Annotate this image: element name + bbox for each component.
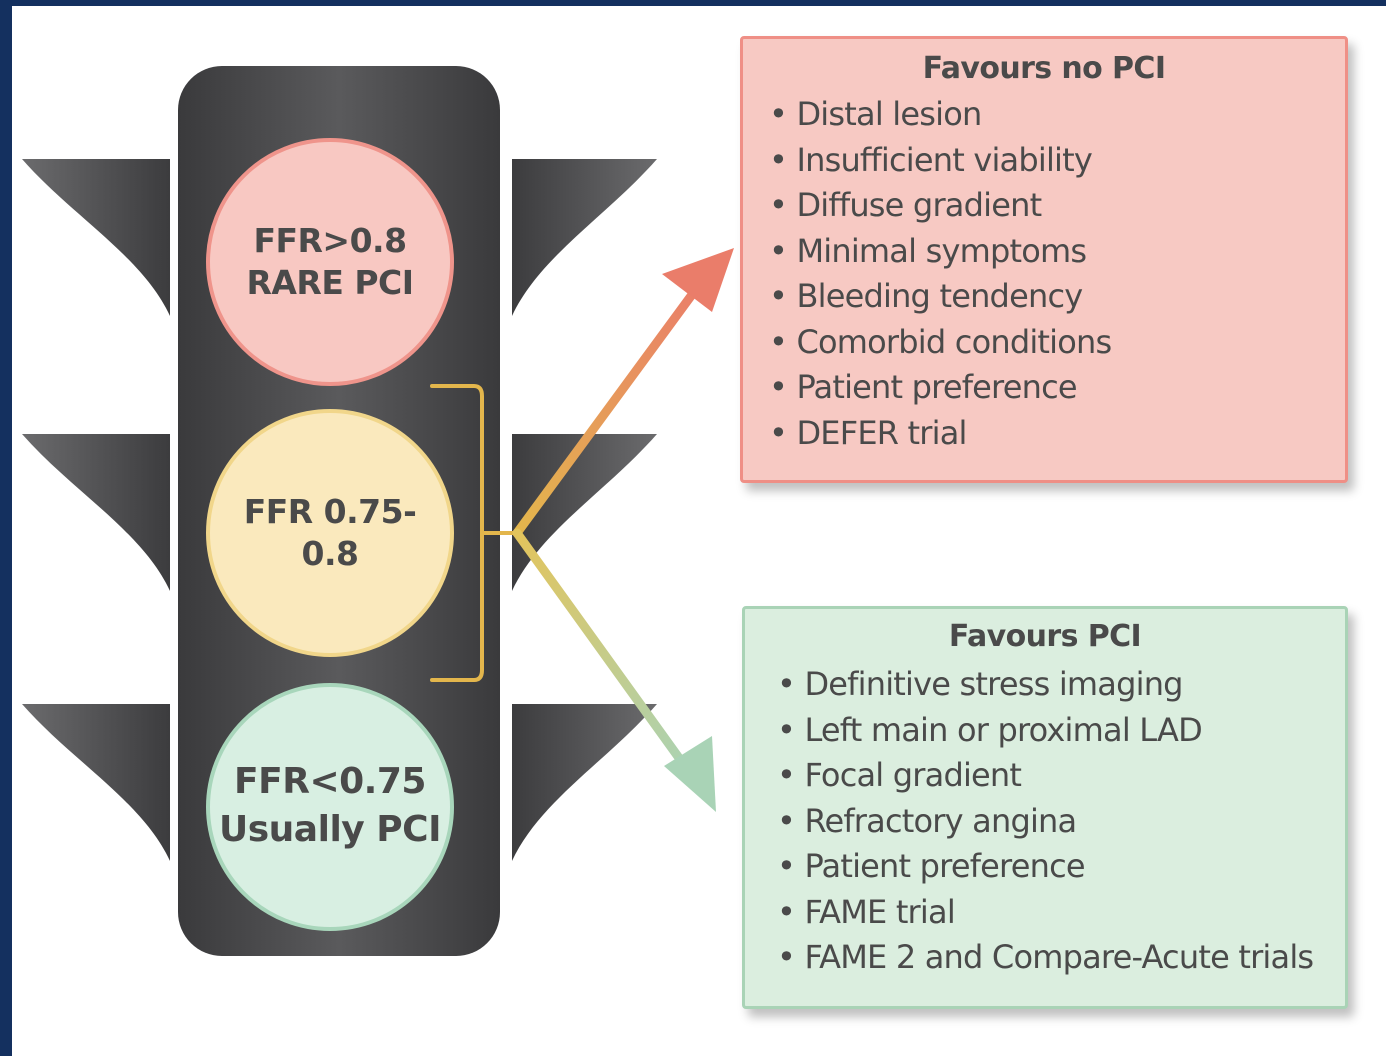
flap-left-top — [22, 159, 170, 316]
light-red — [206, 138, 454, 386]
list-item: Left main or proximal LAD — [777, 708, 1345, 754]
light-red-label: FFR>0.8 RARE PCI — [228, 202, 432, 322]
light-green-label: FFR<0.75 Usually PCI — [218, 751, 442, 861]
diagram-canvas: FFR>0.8 RARE PCI FFR 0.75-0.8 FFR<0.75 U… — [12, 6, 1386, 1056]
no-pci-box: Favours no PCI Distal lesion Insufficien… — [740, 36, 1348, 483]
list-item: FAME 2 and Compare-Acute trials — [777, 935, 1345, 981]
light-green-line2: Usually PCI — [219, 809, 441, 850]
list-item: Minimal symptoms — [769, 229, 1345, 275]
traffic-light-graphic — [22, 66, 734, 956]
list-item: DEFER trial — [769, 411, 1345, 457]
pci-title: Favours PCI — [948, 619, 1142, 654]
light-green-line1: FFR<0.75 — [234, 761, 426, 802]
pci-list: Definitive stress imaging Left main or p… — [745, 662, 1345, 981]
light-red-line1: FFR>0.8 — [253, 221, 407, 260]
flap-right-bottom — [512, 704, 657, 861]
light-amber — [206, 409, 454, 657]
list-item: Definitive stress imaging — [777, 662, 1345, 708]
pci-box: Favours PCI Definitive stress imaging Le… — [742, 606, 1348, 1009]
list-item: Focal gradient — [777, 753, 1345, 799]
amber-bracket — [430, 384, 519, 682]
flap-left-bottom — [22, 704, 170, 861]
list-item: Distal lesion — [769, 92, 1345, 138]
light-red-line2: RARE PCI — [246, 263, 414, 302]
light-amber-label: FFR 0.75-0.8 — [218, 492, 442, 573]
light-amber-line1: FFR 0.75-0.8 — [243, 492, 417, 573]
list-item: Patient preference — [777, 844, 1345, 890]
list-item: Patient preference — [769, 365, 1345, 411]
flap-right-top — [512, 159, 657, 316]
list-item: Comorbid conditions — [769, 320, 1345, 366]
list-item: FAME trial — [777, 890, 1345, 936]
arrow-to-no-pci — [512, 248, 734, 538]
no-pci-list: Distal lesion Insufficient viability Dif… — [743, 92, 1345, 456]
list-item: Refractory angina — [777, 799, 1345, 845]
list-item: Diffuse gradient — [769, 183, 1345, 229]
flap-right-middle — [512, 434, 657, 591]
arrow-to-pci — [512, 528, 716, 812]
no-pci-title: Favours no PCI — [922, 51, 1166, 86]
flap-left-middle — [22, 434, 170, 591]
list-item: Bleeding tendency — [769, 274, 1345, 320]
list-item: Insufficient viability — [769, 138, 1345, 184]
light-green — [206, 683, 454, 931]
